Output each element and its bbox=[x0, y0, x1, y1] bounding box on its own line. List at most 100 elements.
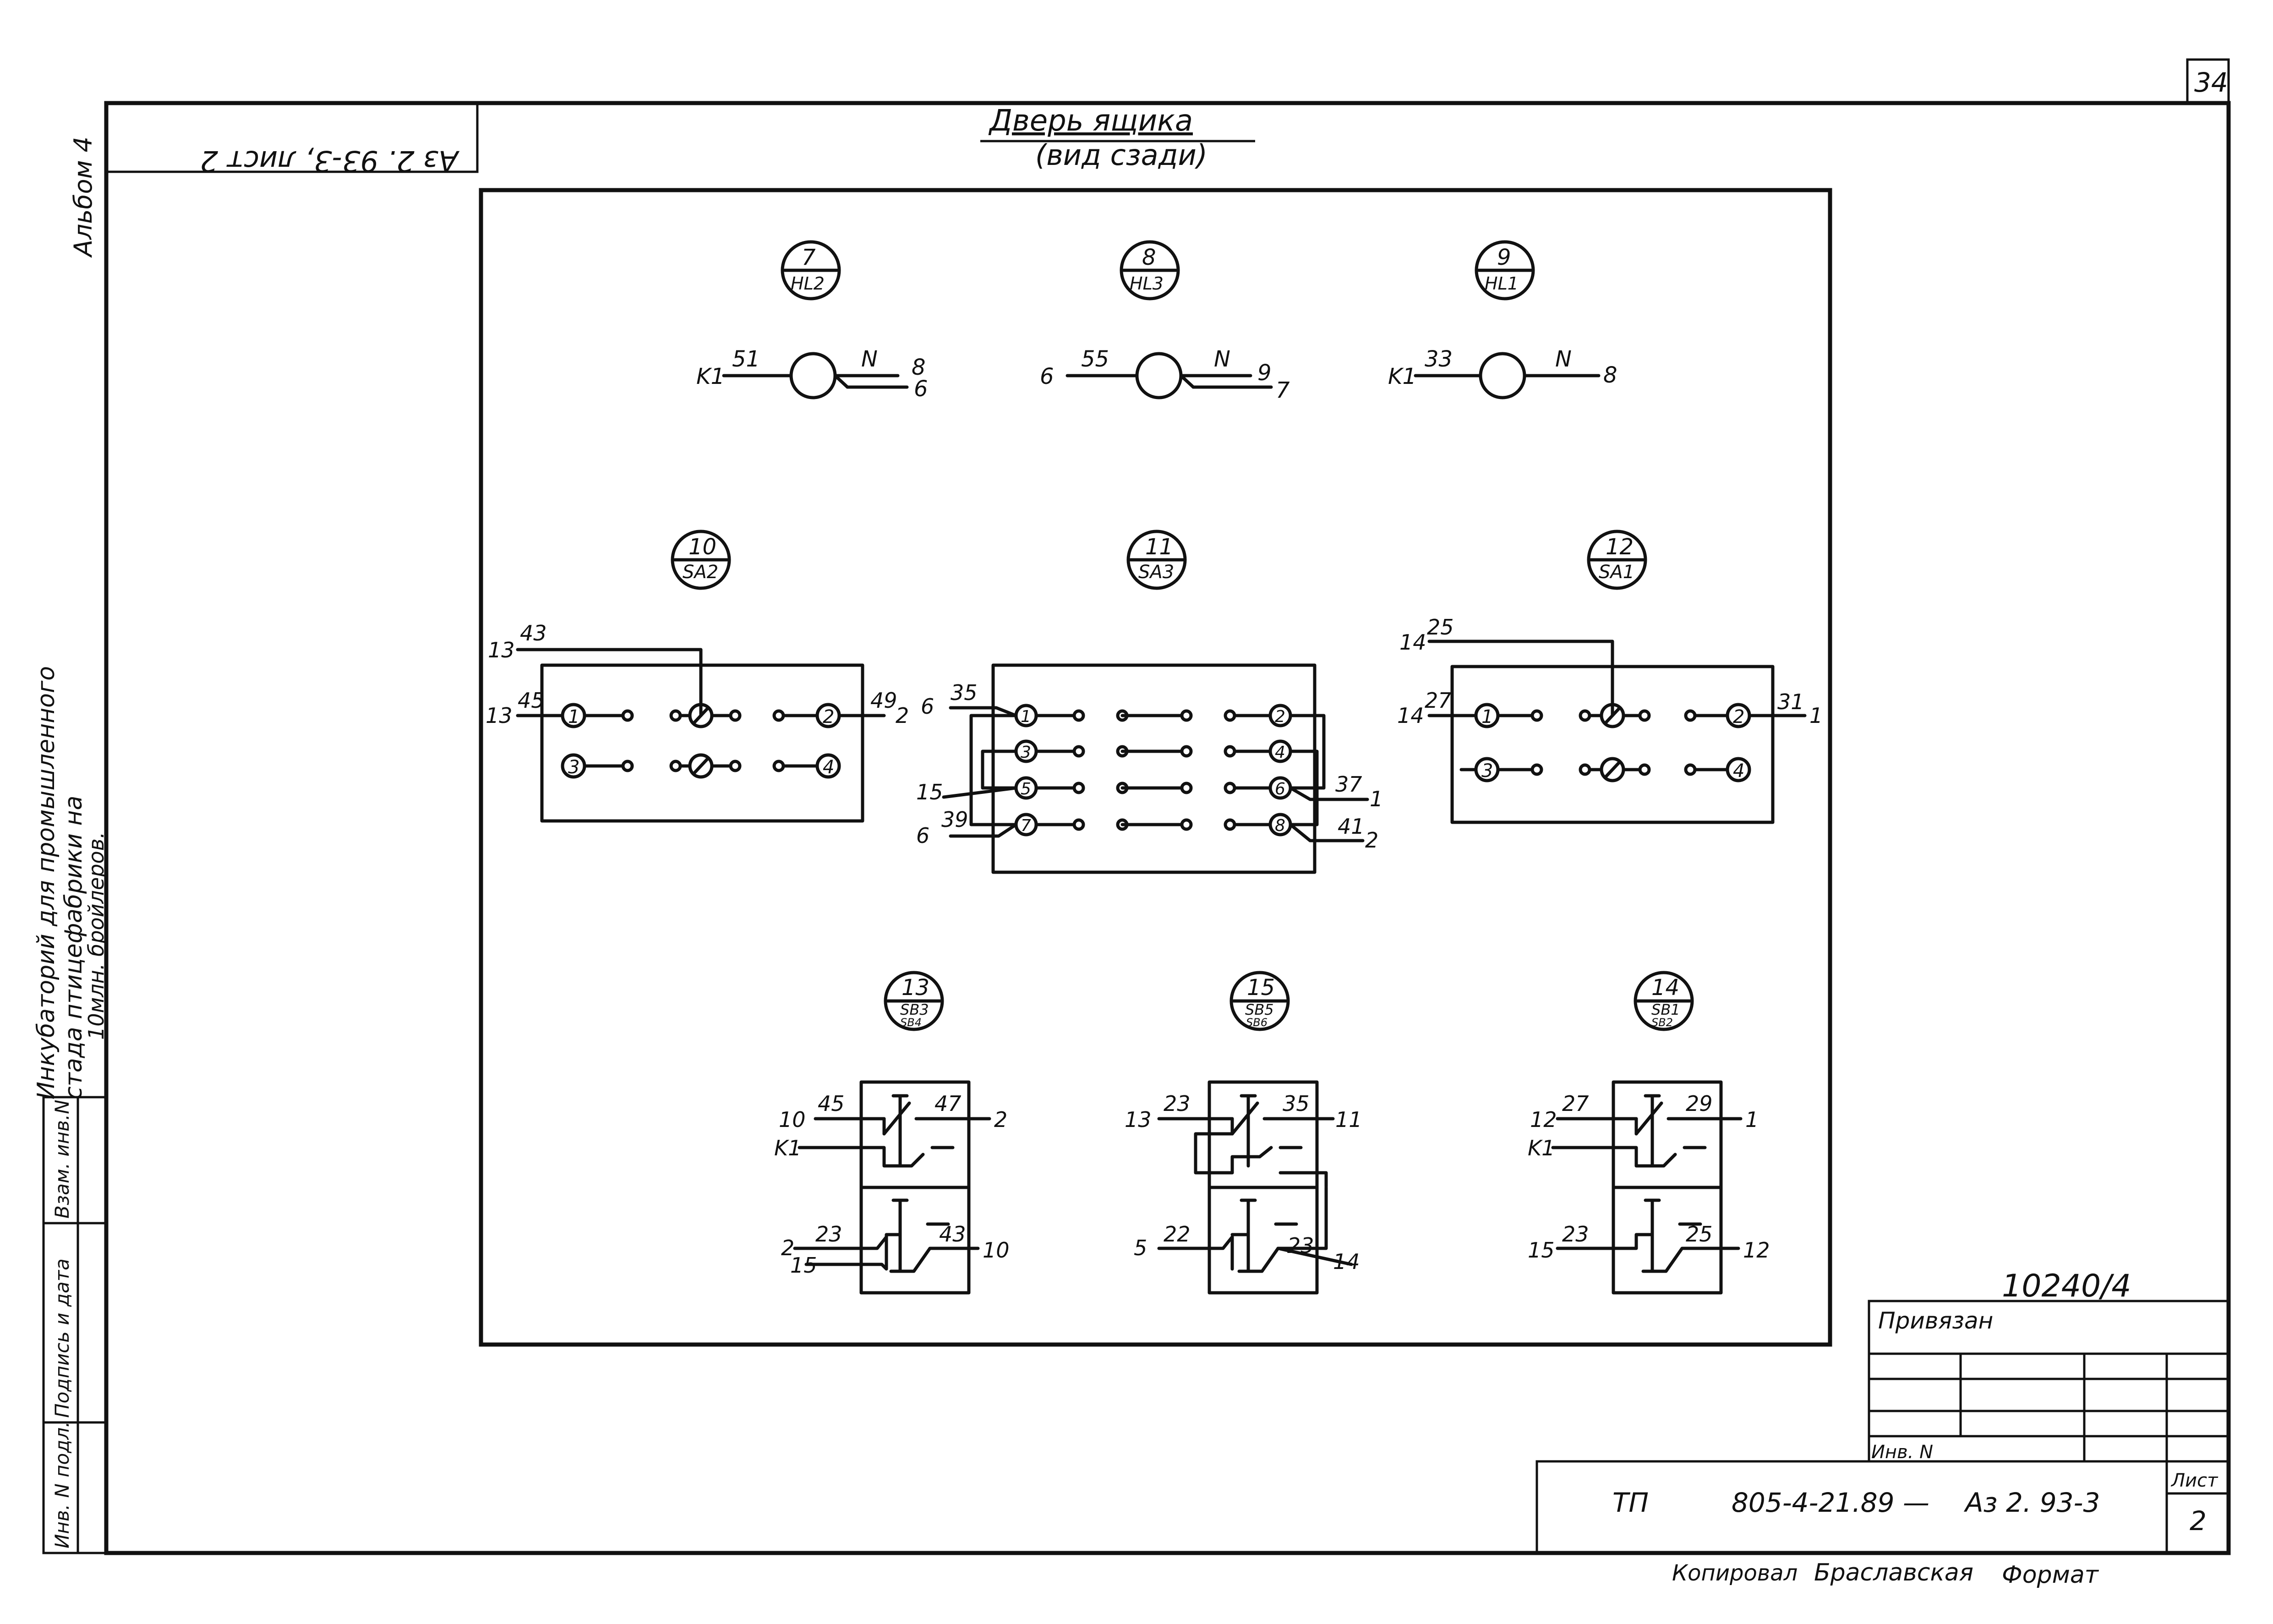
button-block-sb1-sb2: 14 SB1 SB2 12 27 K1 29 1 15 23 25 12 bbox=[1528, 971, 1770, 1295]
lamp-hl3-num: 8 bbox=[1142, 245, 1156, 270]
bb2-bot-5: 5 bbox=[1134, 1236, 1147, 1260]
sa3-contact-6: 6 bbox=[1275, 780, 1285, 798]
stamp-doc-suffix: Аз 2. 93-3 bbox=[1963, 1487, 2100, 1518]
side-stamp: Инв. N подл. Подпись и дата Взам. инв.N bbox=[42, 1096, 108, 1554]
sa1-wire-1: 1 bbox=[1809, 703, 1823, 728]
sa2-contact-3: 3 bbox=[568, 757, 579, 778]
rotated-ref: Аз 2. 93-3, лист 2 bbox=[200, 144, 460, 178]
bb3-bot-23: 23 bbox=[1562, 1222, 1589, 1247]
stamp-replace-inv: Взам. инв.N bbox=[51, 1099, 73, 1219]
bb2-code2: SB6 bbox=[1246, 1016, 1268, 1029]
lamp-hl2-wire-n: N bbox=[861, 346, 878, 372]
footer-copied: Копировал bbox=[1672, 1560, 1798, 1586]
switch-sa1: 12 SA1 1 2 3 4 14 25 14 27 31 1 bbox=[1397, 530, 1823, 824]
lamp-hl1-wire-n: N bbox=[1555, 346, 1572, 372]
sa1-contact-2: 2 bbox=[1733, 706, 1744, 727]
lamp-hl2-code: HL2 bbox=[791, 273, 825, 294]
sa1-wire-25: 25 bbox=[1427, 615, 1454, 640]
lamp-hl2-wire-k1: K1 bbox=[696, 364, 725, 389]
bb2-bot-23: 23 bbox=[1287, 1233, 1314, 1258]
button-block-sb5-sb6: 15 SB5 SB6 13 23 35 11 5 22 23 14 bbox=[1125, 971, 1362, 1295]
diagram-title: Дверь ящика bbox=[988, 104, 1193, 138]
sheet-frame bbox=[104, 101, 2231, 1555]
sa3-contact-4: 4 bbox=[1275, 743, 1285, 762]
bb3-code: SB1 bbox=[1651, 1001, 1680, 1018]
stamp-inv-podl: Инв. N подл. bbox=[51, 1422, 73, 1549]
bb1-code2: SB4 bbox=[900, 1016, 922, 1029]
sa3-wire-15: 15 bbox=[916, 780, 943, 804]
sa3-contact-3: 3 bbox=[1021, 743, 1031, 762]
sa3-wire-6a: 6 bbox=[921, 694, 934, 719]
sa1-contact-1: 1 bbox=[1481, 706, 1493, 727]
sa3-contact-row-3 bbox=[1014, 776, 1292, 800]
lamp-hl3: 8 HL3 6 55 N 9 7 bbox=[1040, 240, 1290, 403]
bb1-code: SB3 bbox=[900, 1001, 929, 1018]
bb2-code: SB5 bbox=[1245, 1001, 1274, 1018]
bb1-top-2: 2 bbox=[994, 1107, 1007, 1132]
lamp-hl2-wire-8: 8 bbox=[912, 355, 926, 380]
sa3-wire-1: 1 bbox=[1370, 787, 1383, 811]
sa2-wire-49: 49 bbox=[870, 688, 897, 713]
bb3-top-29: 29 bbox=[1686, 1091, 1713, 1116]
bb1-bot-2: 2 bbox=[781, 1236, 794, 1260]
stamp-inv: Инв. N bbox=[1871, 1442, 1933, 1463]
bb3-top-k1: K1 bbox=[1528, 1136, 1555, 1160]
lamp-hl3-wire-7: 7 bbox=[1276, 377, 1290, 403]
sa2-contact-1: 1 bbox=[568, 706, 579, 727]
lamp-hl2-num: 7 bbox=[802, 245, 816, 270]
sa3-wire-41: 41 bbox=[1338, 814, 1365, 839]
sa1-wire-14a: 14 bbox=[1399, 630, 1426, 655]
switch-sa3-num: 11 bbox=[1145, 534, 1173, 560]
sa3-contact-1: 1 bbox=[1021, 707, 1031, 726]
bb2-top-13: 13 bbox=[1125, 1107, 1152, 1132]
bb2-top-35: 35 bbox=[1283, 1091, 1310, 1116]
lamp-hl2-wire-51: 51 bbox=[732, 346, 760, 372]
sa3-contact-2: 2 bbox=[1275, 707, 1285, 726]
ref-box bbox=[105, 102, 479, 173]
sa1-wire-31: 31 bbox=[1777, 689, 1804, 714]
bb1-bot-43: 43 bbox=[939, 1222, 966, 1247]
stamp-sheet-value: 2 bbox=[2190, 1505, 2207, 1537]
sa1-contact-4: 4 bbox=[1733, 760, 1744, 782]
bb3-top-1: 1 bbox=[1745, 1107, 1759, 1132]
bb1-bot-10: 10 bbox=[983, 1238, 1010, 1263]
bb3-num: 14 bbox=[1651, 975, 1679, 1001]
sa2-wire-45: 45 bbox=[518, 688, 545, 713]
bb3-bot-12: 12 bbox=[1743, 1238, 1770, 1263]
sa1-wire-14b: 14 bbox=[1397, 703, 1424, 728]
switch-sa1-num: 12 bbox=[1606, 534, 1634, 560]
bb3-bot-15: 15 bbox=[1528, 1238, 1555, 1263]
bb1-top-10: 10 bbox=[779, 1107, 806, 1132]
sa3-wire-6b: 6 bbox=[916, 823, 929, 848]
bb2-top-23: 23 bbox=[1164, 1091, 1191, 1116]
sa2-wire-13a: 13 bbox=[488, 638, 515, 662]
switch-sa3-code: SA3 bbox=[1138, 562, 1174, 583]
lamp-hl2: 7 HL2 K1 51 N 8 6 bbox=[696, 240, 928, 402]
sa3-wire-37: 37 bbox=[1335, 772, 1362, 797]
project-line-1: Инкубаторий для промышленного bbox=[33, 666, 60, 1099]
door-panel bbox=[479, 188, 1832, 1347]
sheet-number-top: 34 bbox=[2194, 67, 2228, 98]
sa3-contact-5: 5 bbox=[1021, 780, 1031, 798]
switch-sa2: 10 SA2 1 2 3 4 13 43 13 45 49 2 bbox=[486, 530, 909, 823]
lamp-hl2-wire-6: 6 bbox=[914, 376, 928, 402]
sa2-wire-13b: 13 bbox=[486, 703, 513, 728]
sa3-contact-row-4 bbox=[1014, 813, 1292, 837]
archive-number: 10240/4 bbox=[2002, 1268, 2131, 1304]
button-block-sb3-sb4: 13 SB3 SB4 10 45 K1 47 2 2 23 15 43 10 bbox=[774, 971, 1010, 1295]
sa3-wire-35: 35 bbox=[951, 680, 978, 705]
stamp-sheet-label: Лист bbox=[2170, 1470, 2218, 1491]
bb1-top-47: 47 bbox=[934, 1091, 962, 1116]
lamp-hl1-wire-8: 8 bbox=[1603, 362, 1617, 388]
stamp-linked: Привязан bbox=[1878, 1307, 1993, 1334]
sa3-contact-row-2 bbox=[1014, 739, 1292, 763]
switch-sa2-num: 10 bbox=[688, 534, 716, 560]
lamp-hl1-code: HL1 bbox=[1485, 273, 1519, 294]
bb1-bot-15: 15 bbox=[790, 1253, 817, 1278]
bb1-top-45: 45 bbox=[818, 1091, 845, 1116]
lamp-hl1-wire-33: 33 bbox=[1425, 346, 1453, 372]
title-block: Привязан Инв. N ТП 805-4-21.89 — Аз 2. 9… bbox=[1535, 1300, 2230, 1554]
sa2-contact-4: 4 bbox=[823, 757, 834, 778]
sheet-number-box bbox=[2186, 58, 2230, 104]
